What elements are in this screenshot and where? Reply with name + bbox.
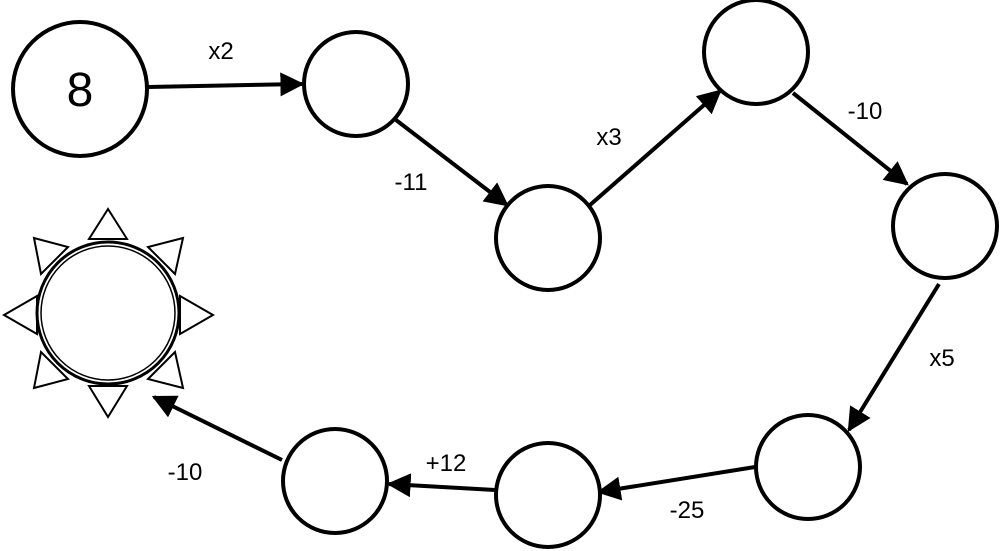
start-node [11,20,149,158]
arrow-3 [588,89,722,207]
sun-ray-bottom-left [32,349,70,390]
arrow-2 [394,118,509,207]
operation-label-3: x3 [596,124,621,151]
arrow-5 [847,282,941,433]
sun-ray-top-left [32,236,70,277]
final-node [40,245,176,381]
arrow-1 [147,72,305,97]
start-value: 8 [67,64,94,117]
operation-label-1: x2 [208,38,233,65]
sun-ray-top [87,207,129,240]
sun-ray-left [1,294,38,336]
sun-ray-top-right [146,236,185,276]
chain-node-2 [494,184,602,292]
sun-ray-bottom [87,385,129,419]
chain-node-7 [281,427,389,535]
operation-label-4: -10 [848,98,883,125]
operation-label-7: +12 [426,450,467,477]
operation-label-6: -25 [670,497,705,524]
chain-node-3 [702,0,810,106]
chain-node-4 [891,172,999,280]
arrow-6 [596,465,756,501]
operation-label-5: x5 [929,345,954,372]
sun-ray-bottom-right [146,350,185,390]
operation-label-8: -10 [168,459,203,486]
sun-ray-right [179,294,216,336]
chain-node-6 [494,441,602,549]
arrow-8 [151,395,283,462]
chain-node-5 [754,413,862,521]
final-sun-node [1,207,216,419]
arrow-7 [386,473,496,498]
arrow-4 [791,91,909,186]
chain-node-1 [302,30,410,138]
operation-label-2: -11 [395,169,428,196]
